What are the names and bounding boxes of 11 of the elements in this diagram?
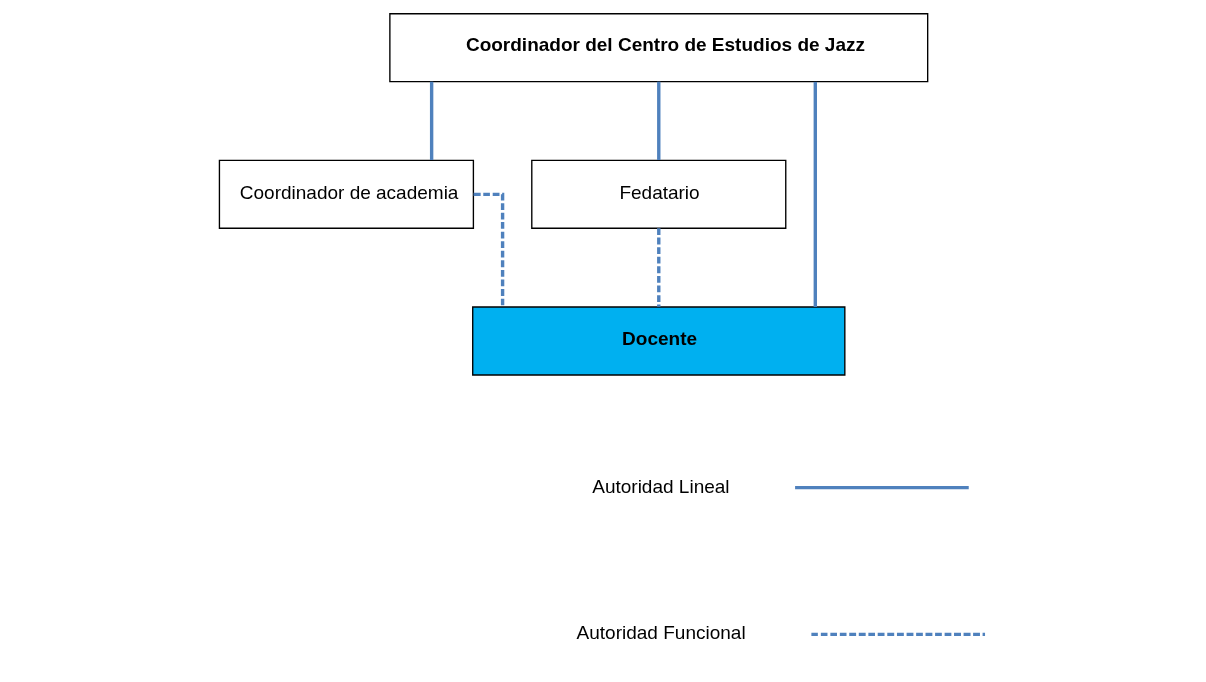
connector [473,192,505,307]
node-box: Docente [472,306,846,376]
connector [429,81,434,160]
legend-label: Autoridad Funcional [576,622,746,644]
node-box: Coordinador del Centro de Estudios de Jazz [389,13,929,83]
legend-label: Autoridad Lineal [592,475,730,497]
connector [813,81,817,307]
node-box: Coordinador de academia [218,159,475,229]
node-box: Fedatario [531,159,787,229]
connector [657,81,661,160]
connector [657,228,661,307]
